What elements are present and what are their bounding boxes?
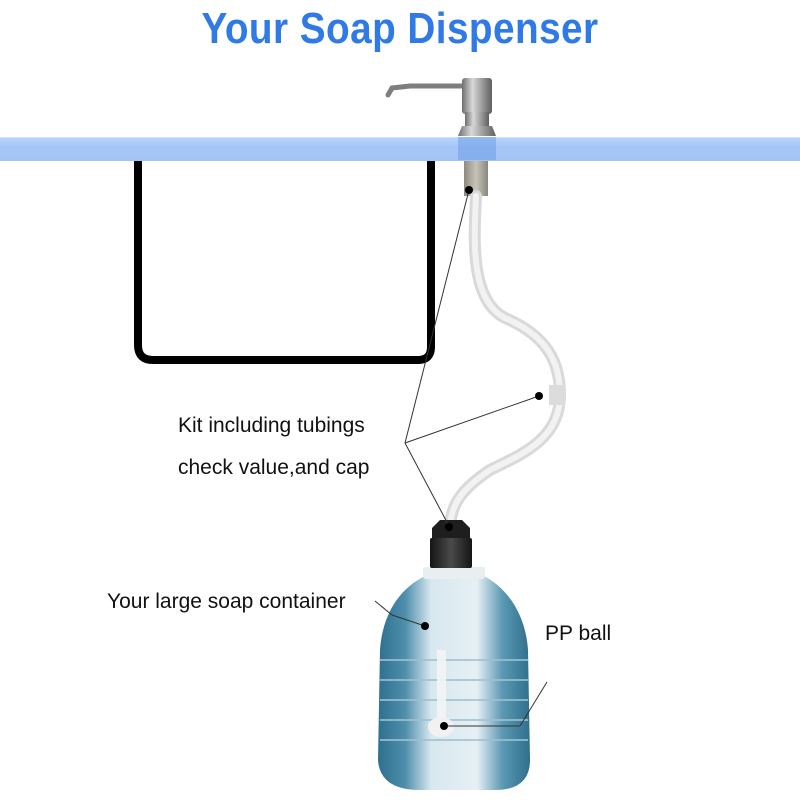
leader-lines [374, 189, 548, 727]
sink-basin-outline [134, 160, 435, 364]
label-pp-ball: PP ball [545, 622, 612, 645]
tubing-icon [444, 190, 567, 531]
pump-head-icon [385, 78, 496, 136]
bottle-icon [378, 567, 530, 790]
check-valve-icon [549, 385, 565, 405]
label-container: Your large soap container [107, 590, 346, 613]
label-kit-line1: Kit including tubings [178, 414, 365, 437]
leader-dots [421, 186, 543, 730]
countertop [0, 137, 800, 161]
label-kit-line2: check value,and cap [178, 456, 370, 479]
page-title: Your Soap Dispenser [201, 4, 599, 53]
